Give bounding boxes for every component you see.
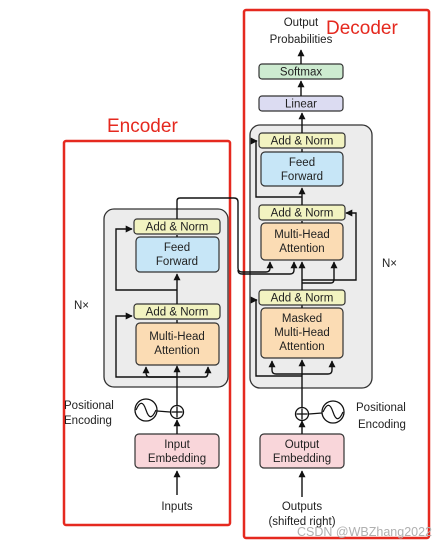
encoder-sine-wave-icon xyxy=(134,398,158,422)
encoder-repeat-label: N× xyxy=(74,300,89,312)
encoder-panel-border xyxy=(62,139,232,527)
encoder-input-label: Inputs xyxy=(161,501,193,513)
decoder-ff-line2: Forward xyxy=(281,171,323,183)
encoder-title: Encoder xyxy=(107,116,178,137)
encoder-add-icon xyxy=(169,404,185,420)
decoder-mha-line1: Multi-Head xyxy=(274,229,330,241)
decoder-output-label-line1: Outputs xyxy=(282,501,323,513)
encoder-multi-head-attention xyxy=(135,322,220,366)
decoder-softmax-label: Softmax xyxy=(280,67,322,79)
decoder-mha-line2: Attention xyxy=(279,243,324,255)
decoder-embed-line1: Output xyxy=(285,439,320,451)
decoder-masked-line2: Multi-Head xyxy=(274,327,330,339)
decoder-repeat-label: N× xyxy=(382,258,397,270)
decoder-add-icon xyxy=(294,406,310,422)
decoder-output-probs-line1: Output xyxy=(284,17,319,29)
encoder-add-norm-bottom-label: Add & Norm xyxy=(146,307,209,319)
decoder-add-norm-mid-label: Add & Norm xyxy=(271,208,334,220)
encoder-pos-enc-line2: Encoding xyxy=(64,415,112,427)
decoder-pos-enc-line2: Encoding xyxy=(358,419,406,431)
decoder-output-label-line2: (shifted right) xyxy=(268,516,335,528)
decoder-masked-line1: Masked xyxy=(282,313,322,325)
decoder-output-probs-line2: Probabilities xyxy=(270,34,333,46)
encoder-mha-line1: Multi-Head xyxy=(149,331,205,343)
decoder-ff-line1: Feed xyxy=(289,157,315,169)
encoder-ff-line1: Feed xyxy=(164,242,190,254)
encoder-mha-line2: Attention xyxy=(154,345,199,357)
decoder-add-norm-top-label: Add & Norm xyxy=(271,136,334,148)
encoder-embed-line1: Input xyxy=(164,439,190,451)
decoder-pos-enc-line1: Positional xyxy=(356,402,406,414)
encoder-embed-line2: Embedding xyxy=(148,453,206,465)
encoder-ff-line2: Forward xyxy=(156,256,198,268)
decoder-embed-line2: Embedding xyxy=(273,453,331,465)
encoder-pos-enc-line1: Positional xyxy=(64,400,114,412)
encoder-add-norm-top-label: Add & Norm xyxy=(146,222,209,234)
watermark: CSDN @WBZhang2022 xyxy=(297,525,432,539)
decoder-title: Decoder xyxy=(326,18,398,39)
decoder-sine-wave-icon xyxy=(321,400,345,424)
decoder-linear-label: Linear xyxy=(285,99,317,111)
decoder-masked-line3: Attention xyxy=(279,341,324,353)
decoder-add-norm-bottom-label: Add & Norm xyxy=(271,293,334,305)
